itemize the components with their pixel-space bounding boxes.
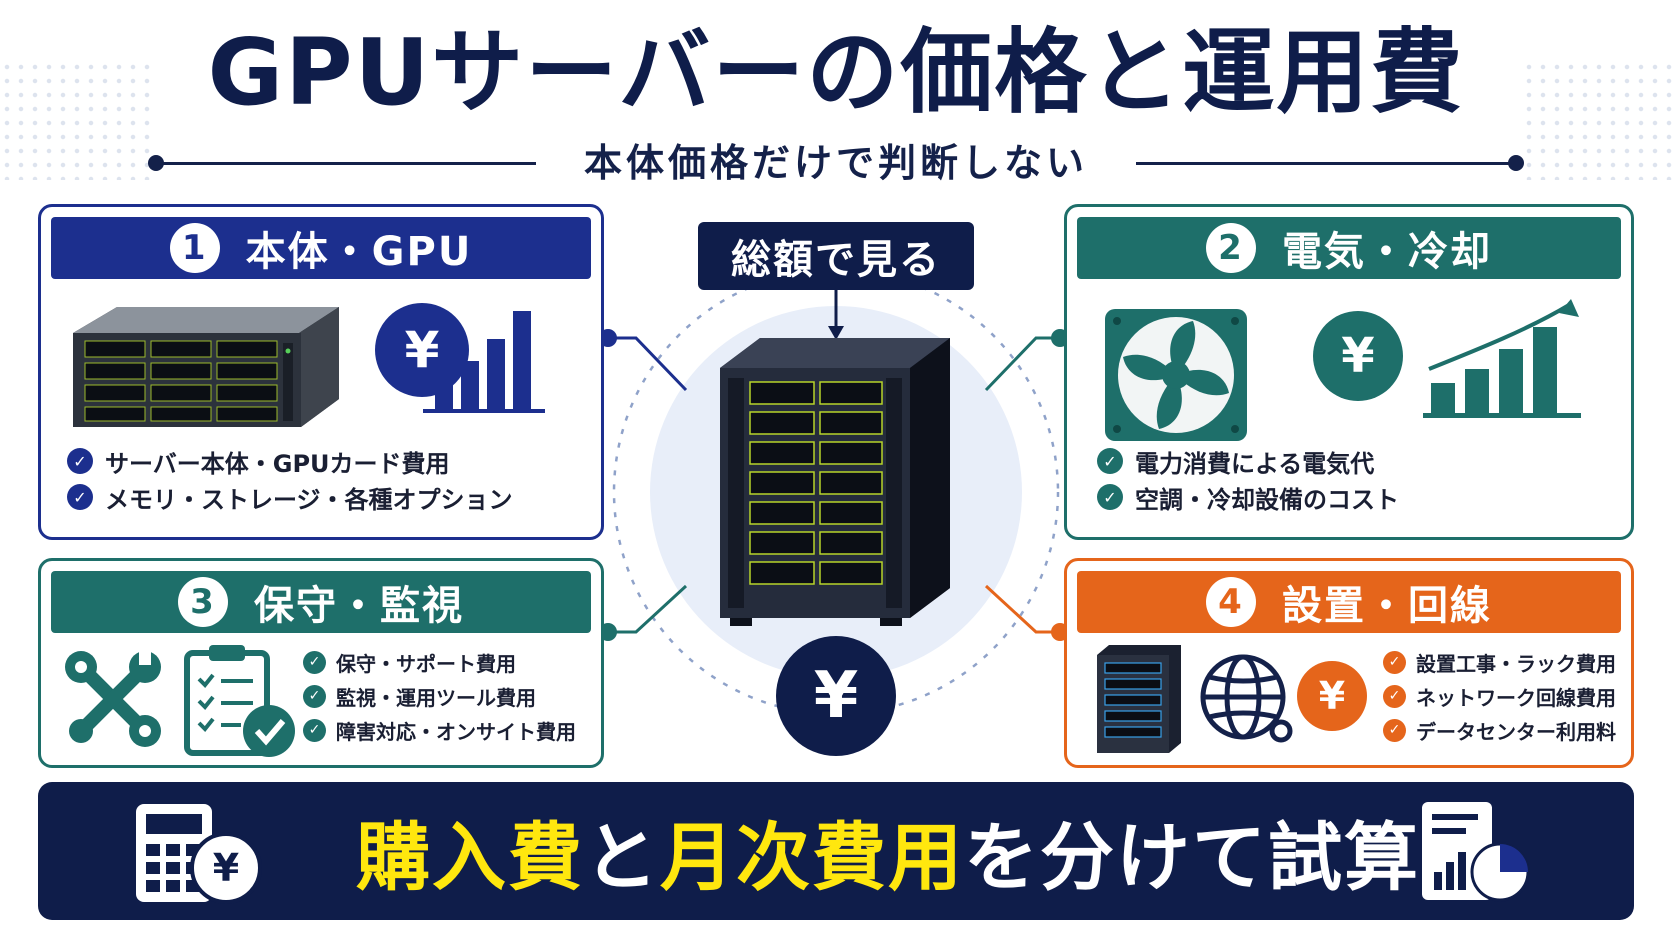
decor-dots-right [1522, 60, 1672, 180]
page-subtitle: 本体価格だけで判断しない [583, 141, 1088, 185]
rack-server-icon [73, 307, 339, 427]
check-icon: ✓ [303, 718, 326, 742]
panel-installation-network-bullets: ✓設置工事・ラック費用 ✓ネットワーク回線費用 ✓データセンター利用料 [1383, 645, 1616, 747]
check-icon: ✓ [1097, 448, 1123, 474]
trend-chart-icon [1423, 299, 1581, 418]
panel-heading: 設置・回線 [1282, 583, 1492, 629]
decor-dots-left [0, 60, 150, 180]
summary-text: 購入費と月次費用を分けて試算 [318, 782, 1458, 920]
list-item: ✓サーバー本体・GPUカード費用 [67, 443, 513, 479]
list-item: ✓メモリ・ストレージ・各種オプション [67, 479, 513, 515]
wrench-icon [65, 651, 161, 747]
yen-icon: ¥ [375, 303, 469, 397]
check-icon: ✓ [1097, 484, 1123, 510]
check-icon: ✓ [303, 684, 326, 708]
divider-dot-right [1508, 155, 1524, 171]
panel-power-cooling-header: 2 電気・冷却 [1077, 217, 1621, 279]
calculator-icon [136, 804, 262, 904]
yen-icon: ¥ [1297, 661, 1367, 731]
panel-installation-network: 4 設置・回線 ¥ ✓設置工事・ラック費用 ✓ネットワーク回線費用 ✓データセン… [1064, 558, 1634, 768]
check-icon: ✓ [67, 448, 93, 474]
subtitle-row: 本体価格だけで判断しない [148, 138, 1524, 188]
globe-icon [1200, 654, 1293, 743]
panel-heading: 保守・監視 [254, 583, 464, 629]
total-cost-badge: 総額で見る [698, 222, 974, 290]
list-item: ✓保守・サポート費用 [303, 645, 576, 679]
list-item: ✓設置工事・ラック費用 [1383, 645, 1616, 679]
panel-number: 1 [169, 223, 220, 273]
check-icon: ✓ [1383, 650, 1406, 674]
panel-heading: 本体・GPU [245, 229, 473, 275]
bar-chart-icon [423, 311, 545, 413]
center-yen-icon: ¥ [776, 636, 896, 756]
check-icon: ✓ [1383, 684, 1406, 708]
list-item: ✓監視・運用ツール費用 [303, 679, 576, 713]
rack-icon [1097, 645, 1181, 753]
divider-line-right [1136, 162, 1516, 165]
panel-hardware-gpu: 1 本体・GPU ¥ ✓サーバー本体・GPUカード費用 ✓メモリ・ストレージ・各… [38, 204, 604, 540]
panel-number: 4 [1206, 577, 1256, 627]
panel-power-cooling-bullets: ✓電力消費による電気代 ✓空調・冷却設備のコスト [1097, 443, 1399, 515]
yen-icon: ¥ [1313, 311, 1403, 401]
panel-hardware-gpu-header: 1 本体・GPU [51, 217, 591, 279]
panel-power-cooling: 2 電気・冷却 ¥ ✓電力消費による電気代 ✓空調・冷却設備のコスト [1064, 204, 1634, 540]
panel-installation-network-header: 4 設置・回線 [1077, 571, 1621, 633]
panel-number: 2 [1206, 223, 1256, 273]
panel-number: 3 [178, 577, 228, 627]
server-tower-icon [720, 338, 950, 626]
panel-hardware-gpu-bullets: ✓サーバー本体・GPUカード費用 ✓メモリ・ストレージ・各種オプション [67, 443, 513, 515]
calculator-yen-icon: ¥ [212, 846, 240, 890]
page-title: GPUサーバーの価格と運用費 [207, 19, 1465, 126]
panel-maintenance-monitoring-header: 3 保守・監視 [51, 571, 591, 633]
list-item: ✓データセンター利用料 [1383, 713, 1616, 747]
monthly-cost-text: 月次費用 [660, 814, 964, 901]
list-item: ✓電力消費による電気代 [1097, 443, 1399, 479]
purchase-cost-text: 購入費 [356, 814, 584, 901]
report-icon [1422, 802, 1530, 902]
divider-line-left [156, 162, 536, 165]
panel-maintenance-monitoring-bullets: ✓保守・サポート費用 ✓監視・運用ツール費用 ✓障害対応・オンサイト費用 [303, 645, 576, 747]
check-icon: ✓ [303, 650, 326, 674]
summary-banner: ¥ 購入費と月次費用を分けて試算 [38, 782, 1634, 920]
estimate-text: を分けて試算 [964, 814, 1420, 901]
check-icon: ✓ [67, 484, 93, 510]
panel-maintenance-monitoring: 3 保守・監視 ✓保守・サポート費用 ✓監視・運用ツール費用 ✓障害対応・オンサ… [38, 558, 604, 768]
connector-text: と [584, 814, 660, 901]
panel-heading: 電気・冷却 [1282, 229, 1492, 275]
list-item: ✓空調・冷却設備のコスト [1097, 479, 1399, 515]
fan-icon [1105, 309, 1247, 441]
check-icon: ✓ [1383, 718, 1406, 742]
checklist-icon [184, 645, 295, 757]
list-item: ✓障害対応・オンサイト費用 [303, 713, 576, 747]
list-item: ✓ネットワーク回線費用 [1383, 679, 1616, 713]
